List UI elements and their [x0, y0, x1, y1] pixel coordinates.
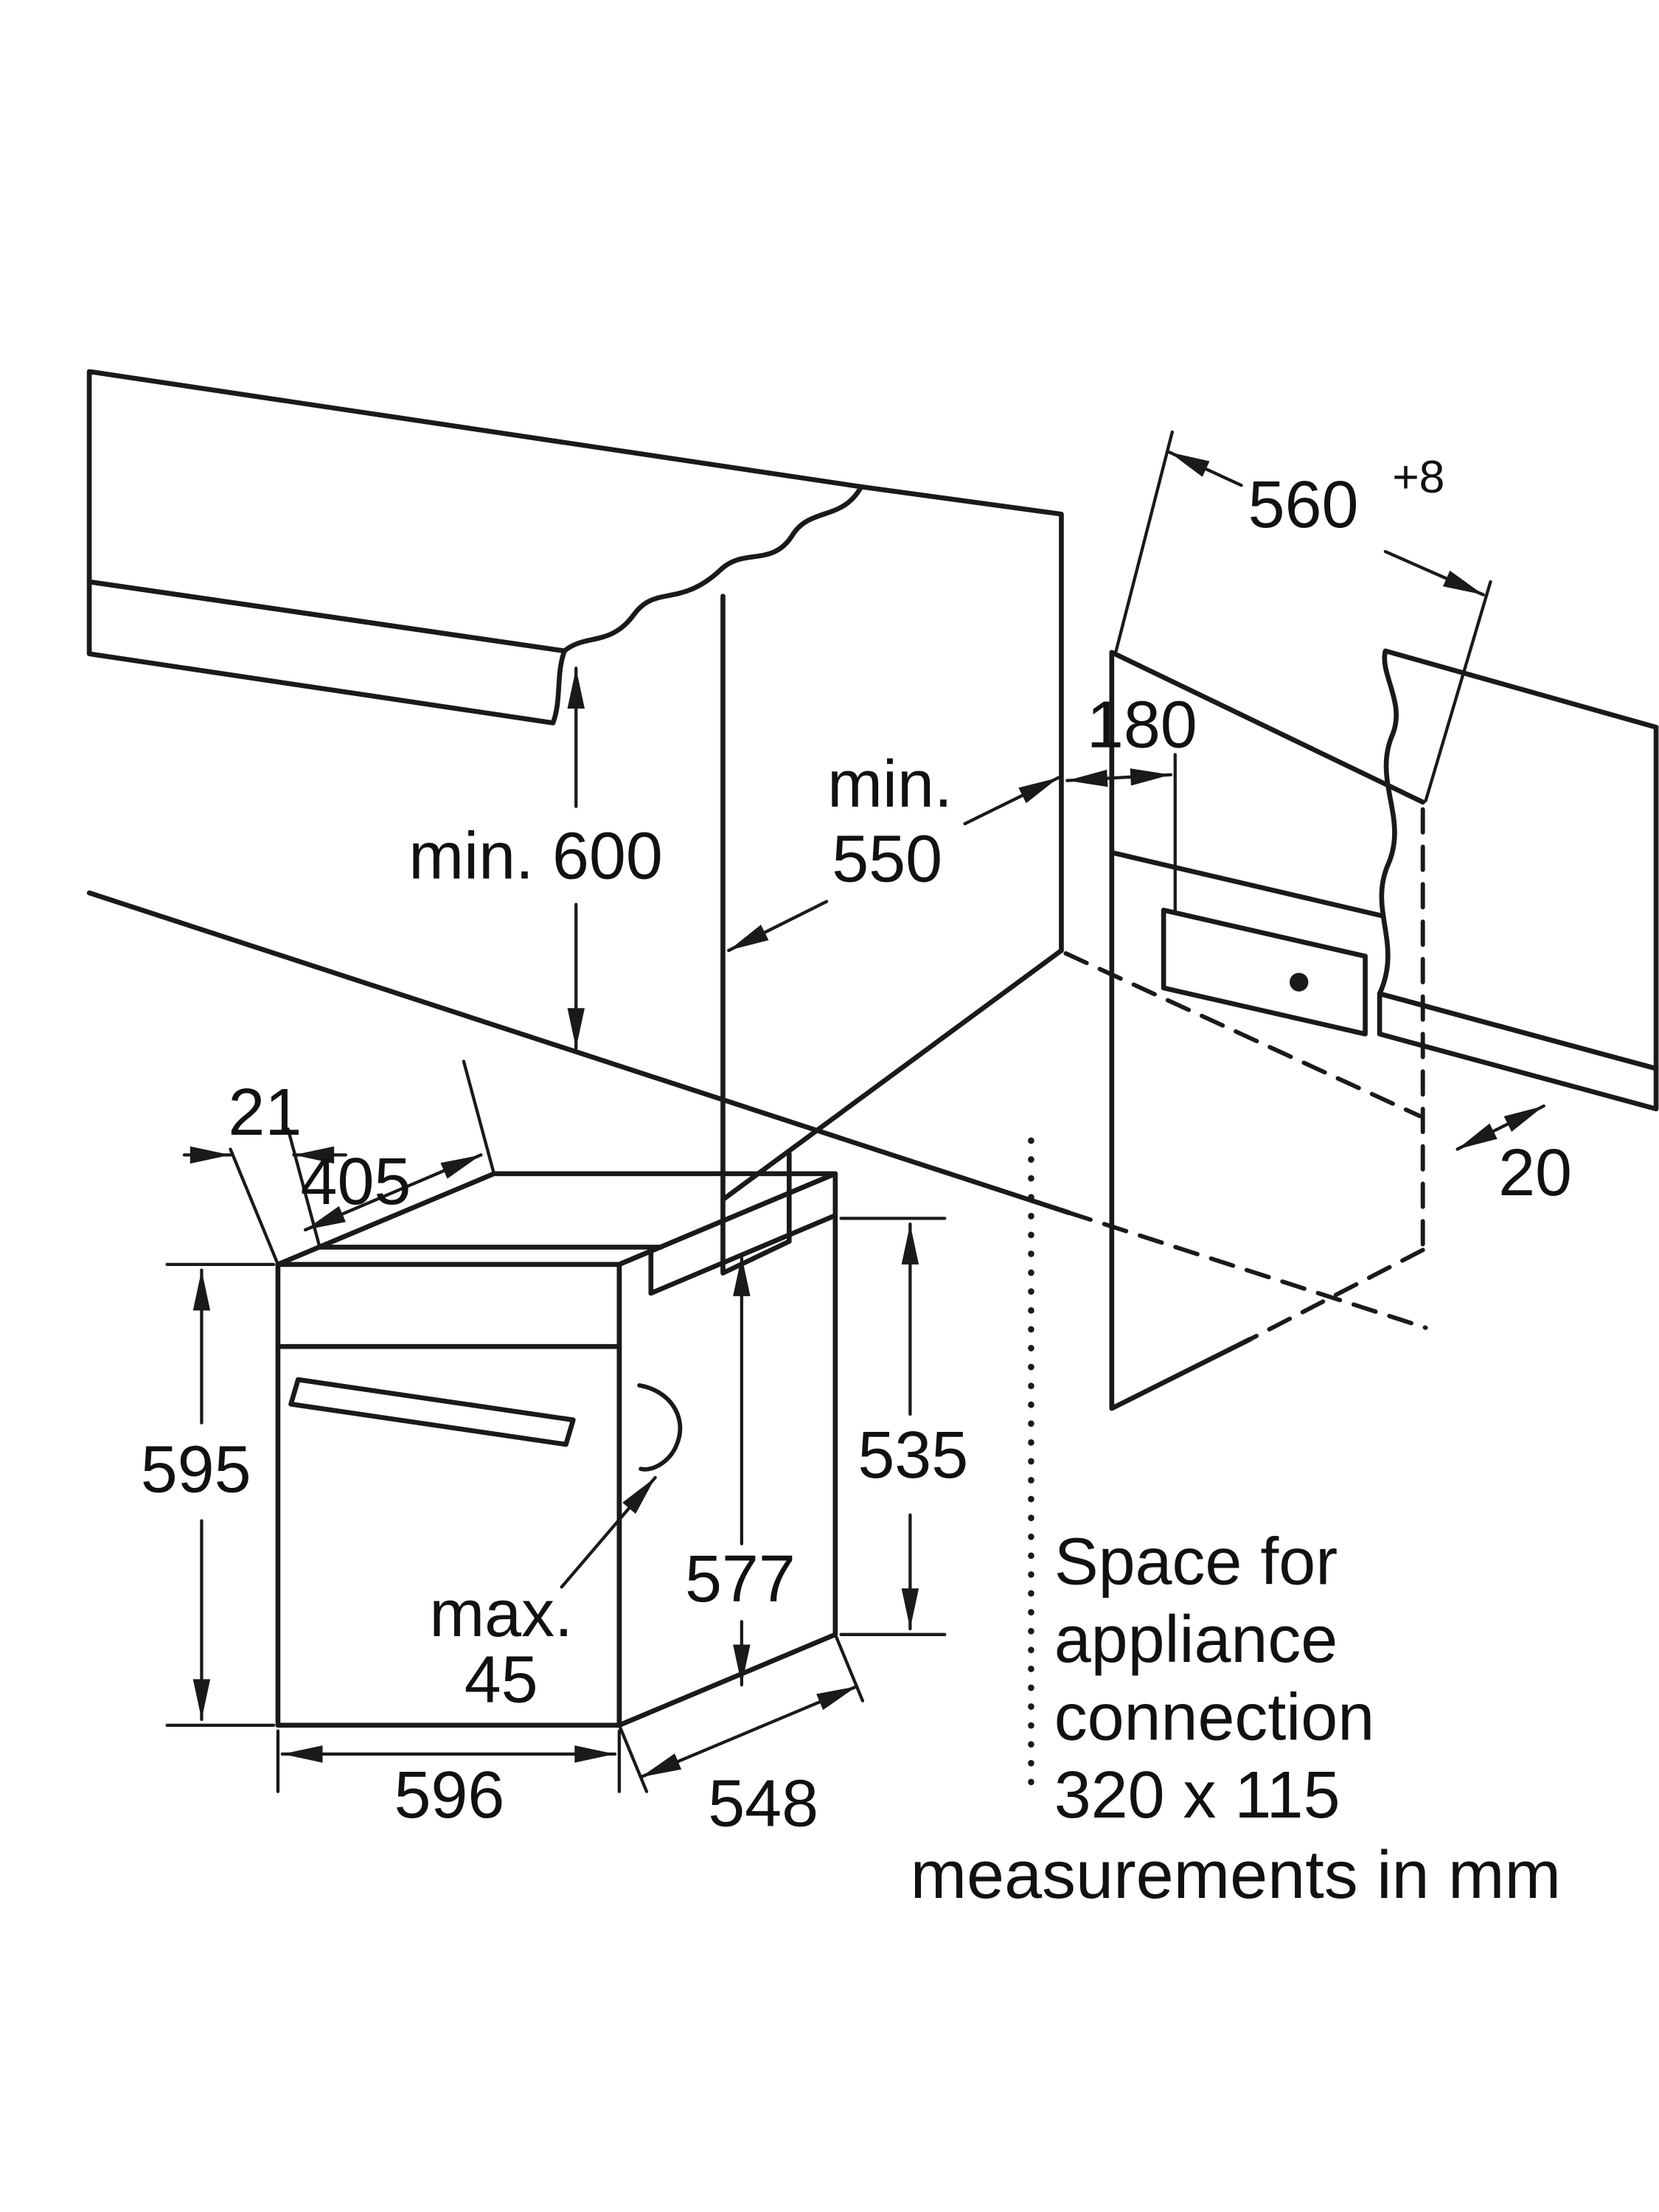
note-line-3: connection	[1054, 1680, 1375, 1754]
oven-side-step-lines	[648, 1213, 838, 1296]
label-niche-width-tolerance: +8	[1392, 451, 1444, 503]
label-oven-front-height: 595	[141, 1433, 251, 1506]
dim-oven-depth: 548	[617, 1632, 865, 1841]
right-worktop-surface	[1377, 648, 1659, 1071]
niche-depth-arrow-front	[727, 900, 829, 953]
dim-top-recess: 405	[300, 1060, 496, 1232]
label-top-recess: 405	[300, 1145, 411, 1219]
rear-gap-arrow	[1455, 1104, 1545, 1151]
oven-depth-arrow	[639, 1684, 859, 1779]
oven-depth-extension-lines	[617, 1632, 865, 1793]
label-rear-gap: 20	[1498, 1136, 1572, 1210]
base-cabinet-lines	[86, 484, 1071, 1276]
door-projection-leader	[560, 1475, 657, 1589]
label-door-projection-prefix: max.	[429, 1577, 573, 1651]
connection-offset-arrow	[1065, 768, 1173, 787]
tall-cabinet-lines	[1109, 650, 1426, 1411]
dim-niche-height: min. 600	[408, 667, 663, 1051]
label-niche-depth-prefix: min.	[827, 748, 953, 821]
oven-door-side-profile	[637, 1382, 683, 1472]
label-oven-body-height: 535	[858, 1419, 968, 1492]
note-line-1: Space for	[1054, 1525, 1338, 1599]
left-worktop	[86, 369, 864, 726]
right-worktop	[1377, 648, 1659, 1112]
niche-width-extension-lines	[1114, 430, 1492, 803]
front-height-extension-lines	[165, 1262, 276, 1727]
niche-width-arrow-right	[1383, 549, 1485, 597]
dim-oven-body-height: 535	[839, 1217, 968, 1636]
label-front-frame: 21	[228, 1076, 302, 1150]
body-height-extension-lines	[839, 1217, 947, 1636]
oven-front-face	[275, 1262, 622, 1728]
label-niche-width: 560	[1248, 468, 1359, 542]
dim-niche-width: 560 +8	[1114, 430, 1492, 803]
niche-width-arrow-left	[1167, 451, 1243, 487]
label-niche-height: min. 600	[408, 819, 663, 893]
label-connection-offset: 180	[1087, 689, 1197, 762]
top-recess-arrow	[303, 1153, 483, 1232]
units-note: measurements in mm	[911, 1837, 1561, 1913]
dim-oven-overall-height: 577	[685, 1253, 796, 1687]
connection-cutout-hatch	[1161, 908, 1368, 1037]
label-door-projection-value: 45	[465, 1644, 538, 1717]
top-recess-extension-line	[462, 1060, 496, 1175]
label-oven-width: 596	[394, 1759, 504, 1832]
hidden-edge-dashes	[1063, 807, 1428, 1342]
left-worktop-front-edge	[86, 579, 567, 726]
dim-door-projection: max. 45	[429, 1475, 657, 1717]
note-line-2: appliance	[1054, 1603, 1338, 1677]
connection-note: Space for appliance connection 320 x 115	[1028, 1137, 1375, 1832]
dim-front-frame: 21	[182, 1076, 347, 1266]
dim-niche-depth: min. 550	[727, 748, 1060, 953]
connection-point-dot	[1290, 973, 1309, 992]
label-niche-depth-value: 550	[832, 822, 942, 896]
dim-connection-offset: 180	[1065, 689, 1197, 914]
niche-depth-arrow-back	[963, 776, 1060, 826]
label-oven-depth: 548	[708, 1767, 818, 1841]
oven-door-handle	[288, 1377, 576, 1447]
left-worktop-surface	[86, 369, 864, 654]
oven-width-extension-lines	[276, 1729, 621, 1793]
right-worktop-front-edge	[1377, 991, 1659, 1112]
label-oven-overall-height: 577	[685, 1543, 796, 1616]
dim-rear-gap: 20	[1455, 1104, 1572, 1210]
dim-oven-front-height: 595	[141, 1262, 276, 1727]
connection-area	[1161, 908, 1368, 1037]
note-line-4: 320 x 115	[1054, 1759, 1340, 1832]
dim-oven-width: 596	[276, 1729, 621, 1832]
